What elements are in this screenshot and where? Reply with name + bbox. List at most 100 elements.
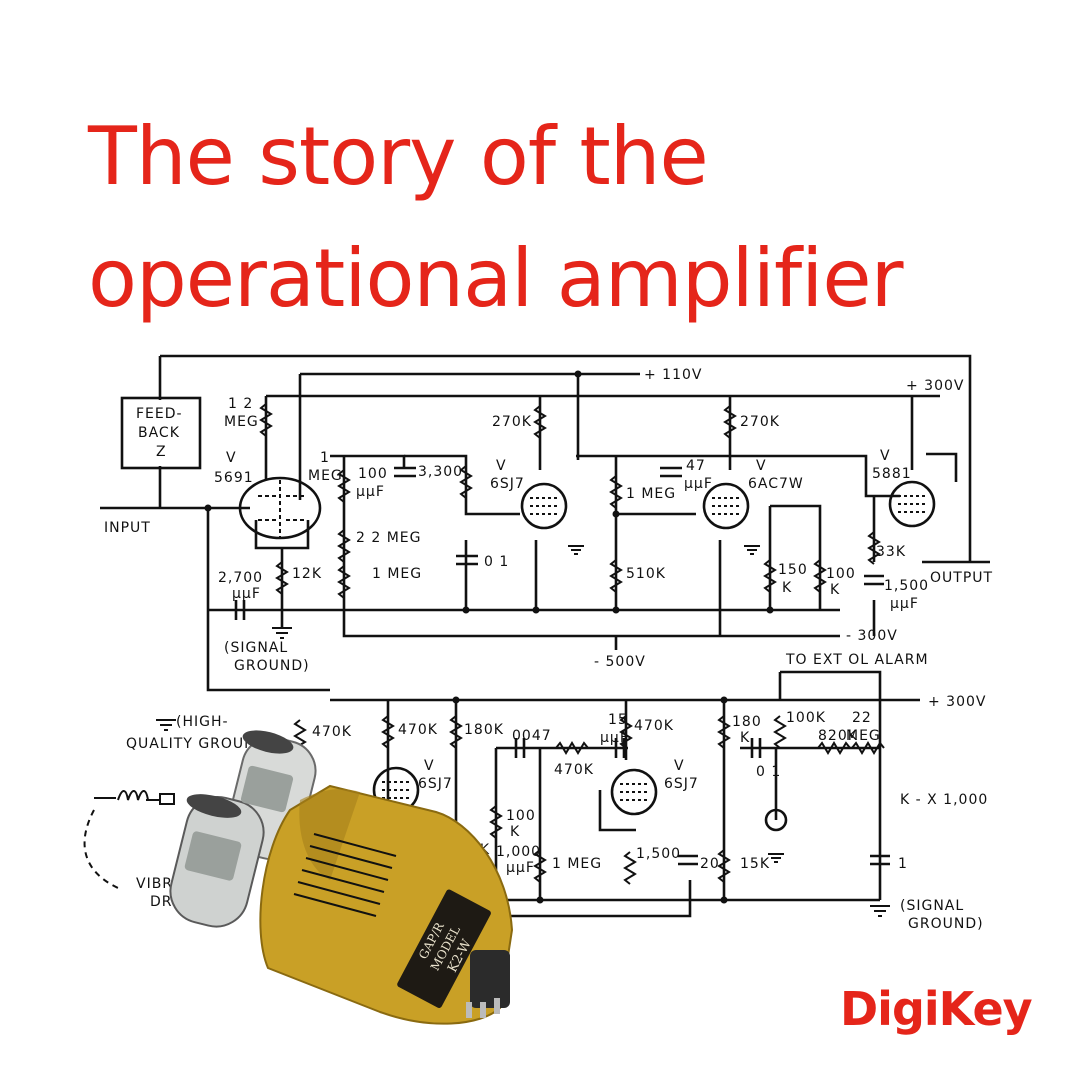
label-12meg-b: MEG — [224, 414, 259, 430]
label-1meg-a: 1 — [320, 450, 330, 466]
label-0047: 0047 — [512, 728, 552, 744]
label-input: INPUT — [104, 520, 151, 536]
label-47uuf-b: µµF — [684, 476, 713, 492]
resistor — [533, 405, 547, 439]
label-1000uuf-b: µµF — [506, 860, 535, 876]
label-100uuf-a: 100 — [358, 466, 388, 482]
ground-icon — [272, 627, 292, 639]
capacitor — [394, 466, 416, 478]
ground-icon — [744, 545, 760, 555]
label-signal-ground-1b: GROUND) — [234, 658, 310, 674]
resistor — [619, 715, 633, 749]
label-470k-a: 470K — [312, 724, 352, 740]
label-270k-2: 270K — [740, 414, 780, 430]
label-hq-ground-b: QUALITY GROUND) — [126, 736, 274, 752]
label-1500: 1,500 — [636, 846, 681, 862]
node-dot — [612, 606, 620, 614]
resistor — [717, 715, 731, 749]
label-47uuf-a: 47 — [686, 458, 706, 474]
node-dot — [766, 606, 774, 614]
label-1meg-b: MEG — [308, 468, 343, 484]
label-signal-ground-1a: (SIGNAL — [224, 640, 288, 656]
resistor — [555, 741, 589, 755]
node-dot — [452, 696, 460, 704]
label-180k-b: 180 — [732, 714, 762, 730]
label-feedback-2: BACK — [138, 425, 180, 441]
label-180k-b2: K — [740, 730, 750, 746]
node-dot — [536, 896, 544, 904]
label-1500uuf-a: 1,500 — [884, 578, 929, 594]
title-line-2: operational amplifier — [88, 232, 903, 325]
node-dot — [532, 606, 540, 614]
tube-v3 — [702, 482, 750, 530]
label-1500uuf-b: µµF — [890, 596, 919, 612]
resistor — [337, 529, 351, 563]
label-2700uuf-a: 2,700 — [218, 570, 263, 586]
resistor — [763, 559, 777, 593]
label-v4-type: 5881 — [872, 466, 912, 482]
resistor — [851, 741, 885, 755]
node-dot — [204, 504, 212, 512]
label-minus300v: - 300V — [846, 628, 898, 644]
label-20: 20 — [700, 856, 720, 872]
vibrator-drive — [83, 790, 175, 889]
label-100uuf-b: µµF — [356, 484, 385, 500]
capacitors — [234, 466, 890, 866]
tube-v6 — [610, 768, 658, 816]
resistor — [337, 565, 351, 599]
capacitor — [614, 738, 626, 758]
k2w-module-photo: GAP/R MODEL K2-W — [169, 730, 514, 1025]
feedback-z-box — [120, 396, 202, 470]
label-plus110v: + 110V — [644, 367, 702, 383]
label-820k: 820K — [818, 728, 858, 744]
label-plus300v-top: + 300V — [906, 378, 964, 394]
node-dot — [612, 510, 620, 518]
resistor — [381, 715, 395, 749]
label-01-b: 0 1 — [756, 764, 781, 780]
label-100k-3a: 100 — [506, 808, 536, 824]
label-1meg-pot: 1 MEG — [372, 566, 422, 582]
label-minus500v: - 500V — [594, 654, 646, 670]
label-100k-a: 100 — [826, 566, 856, 582]
page-title: The story of the operational amplifier — [88, 96, 1048, 340]
label-v2-type: 6SJ7 — [490, 476, 525, 492]
label-1meg-2: 1 MEG — [626, 486, 676, 502]
label-output: OUTPUT — [930, 570, 993, 586]
label-180k-a: 180K — [464, 722, 504, 738]
label-12meg-a: 1 2 — [228, 396, 253, 412]
label-33k: 33K — [876, 544, 906, 560]
label-feedback-1: FEED- — [136, 406, 183, 422]
digikey-logo: DigiKey — [840, 982, 1033, 1036]
label-hq-ground-a: (HIGH- — [176, 714, 229, 730]
label-100k-3b: K — [510, 824, 520, 840]
label-1meg-3: 1 MEG — [552, 856, 602, 872]
resistor — [817, 741, 851, 755]
capacitor — [234, 600, 246, 620]
ground-icon — [568, 545, 584, 555]
resistor — [449, 715, 463, 749]
resistor — [773, 715, 787, 749]
label-v3: V — [756, 458, 767, 474]
label-22meg-2a: 22 — [852, 710, 872, 726]
tube-v4 — [888, 480, 936, 528]
node-dot — [574, 370, 582, 378]
resistor — [609, 559, 623, 593]
label-v6-type: 6SJ7 — [664, 776, 699, 792]
resistor — [717, 849, 731, 883]
label-15uuf-a: 15 — [608, 712, 628, 728]
label-1: 1 — [898, 856, 908, 872]
label-v6: V — [674, 758, 685, 774]
label-v3-type: 6AC7W — [748, 476, 804, 492]
label-feedback-3: Z — [156, 444, 167, 460]
node-dot — [720, 696, 728, 704]
ground-icon — [768, 853, 784, 863]
tube-v2 — [520, 482, 568, 530]
capacitor — [864, 574, 884, 586]
capacitor — [514, 738, 526, 758]
label-kx1000: K - X 1,000 — [900, 792, 988, 808]
label-v1: V — [226, 450, 237, 466]
resistors — [259, 403, 885, 885]
resistor — [275, 561, 289, 595]
label-v5: V — [424, 758, 435, 774]
